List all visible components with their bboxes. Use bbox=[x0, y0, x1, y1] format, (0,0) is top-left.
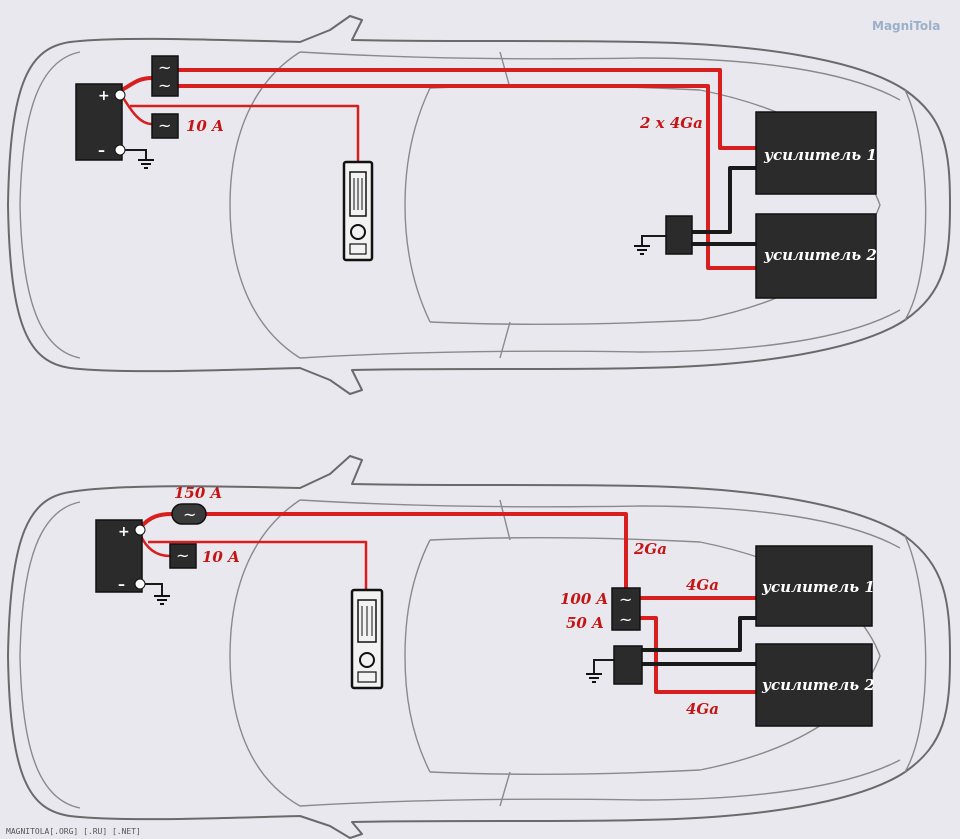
amplifier-1-label: усилитель 1 bbox=[763, 146, 877, 164]
amplifier-2-bottom: усилитель 2 bbox=[755, 643, 875, 727]
ground-icon bbox=[138, 159, 154, 169]
amplifier-box bbox=[755, 111, 877, 195]
fuse-150a-label: 150 A bbox=[174, 484, 222, 502]
wiring-bottom bbox=[138, 512, 758, 694]
cable-4ga-label-1: 4Ga bbox=[686, 576, 719, 594]
distribution-fuse-block-bottom: ~ ~ 100 A 50 A bbox=[560, 587, 641, 632]
head-unit-top bbox=[342, 160, 374, 262]
amplifier-1-label: усилитель 1 bbox=[761, 578, 875, 596]
amp2-power-cable bbox=[178, 84, 758, 270]
head-unit-fuse-top: ~ 10 A bbox=[151, 113, 224, 139]
main-power-cable-2ga bbox=[206, 512, 628, 590]
ground-icon bbox=[586, 673, 602, 683]
fuse-10a-label: 10 A bbox=[186, 117, 224, 135]
battery-ground-wire bbox=[122, 149, 147, 160]
amplifier-2-top: усилитель 2 bbox=[755, 213, 877, 299]
svg-text:~: ~ bbox=[158, 58, 171, 77]
dist-ground-wire bbox=[641, 235, 666, 246]
fuse-50a-label: 50 A bbox=[566, 614, 604, 632]
ground-icon bbox=[154, 595, 170, 605]
distribution-block-icon bbox=[613, 645, 643, 685]
dist-ground-wire bbox=[593, 659, 614, 674]
head-unit-bottom bbox=[350, 588, 384, 690]
svg-text:~: ~ bbox=[176, 546, 189, 565]
amp1-power-cable bbox=[178, 68, 758, 150]
battery-bottom: + – bbox=[95, 519, 146, 593]
head-unit-icon bbox=[350, 588, 384, 690]
watermark-text: MAGNITOLA[.ORG] [.RU] [.NET] bbox=[6, 827, 141, 836]
battery-minus-label: – bbox=[98, 143, 105, 159]
head-unit-power-wire bbox=[130, 104, 360, 162]
svg-text:~: ~ bbox=[183, 505, 196, 524]
svg-text:~: ~ bbox=[619, 590, 632, 609]
fuse-icon bbox=[151, 113, 179, 139]
amplifier-box bbox=[755, 643, 873, 727]
amp2-power-cable-4ga bbox=[640, 616, 758, 694]
fuse-10a-label: 10 A bbox=[202, 548, 240, 566]
svg-text:~: ~ bbox=[619, 610, 632, 629]
amplifier-1-top: усилитель 1 bbox=[755, 111, 877, 195]
fuse-icon bbox=[169, 543, 197, 569]
battery-icon bbox=[95, 519, 143, 593]
battery-ground-wire bbox=[140, 583, 163, 596]
main-fuse-top: ~ ~ bbox=[151, 55, 179, 97]
distribution-block-top bbox=[665, 215, 693, 255]
cable-4ga-label-2: 4Ga bbox=[686, 700, 719, 718]
head-unit-fuse-wire bbox=[138, 533, 171, 558]
cable-2ga-label: 2Ga bbox=[633, 540, 667, 558]
amp1-ground-wire bbox=[692, 166, 758, 234]
main-fuse-bottom: ~ 150 A bbox=[171, 484, 222, 525]
head-unit-fuse-wire bbox=[120, 95, 153, 126]
amplifier-box bbox=[755, 213, 877, 299]
cable-2x4ga-label: 2 x 4Ga bbox=[639, 114, 703, 132]
battery-minus-label: – bbox=[118, 577, 125, 593]
fuse-icon bbox=[171, 503, 207, 525]
distribution-block-bottom bbox=[613, 645, 643, 685]
head-unit-fuse-bottom: ~ 10 A bbox=[169, 543, 240, 569]
battery-positive-wire bbox=[120, 76, 153, 92]
fuse-icon bbox=[151, 55, 179, 97]
svg-text:~: ~ bbox=[158, 116, 171, 135]
site-logo: MagniTola bbox=[872, 19, 940, 33]
fuse-100a-label: 100 A bbox=[560, 590, 608, 608]
distribution-block-icon bbox=[665, 215, 693, 255]
amplifier-2-label: усилитель 2 bbox=[763, 246, 877, 264]
amp1-ground-wire bbox=[640, 616, 758, 652]
battery-icon bbox=[75, 83, 123, 161]
battery-plus-label: + bbox=[98, 88, 110, 104]
head-unit-icon bbox=[342, 160, 374, 262]
amplifier-box bbox=[755, 545, 873, 627]
battery-positive-wire bbox=[138, 512, 173, 530]
fuse-icon bbox=[611, 587, 641, 631]
car-outline-top bbox=[7, 15, 951, 395]
wiring-top bbox=[120, 68, 758, 270]
head-unit-power-wire bbox=[148, 540, 368, 590]
car-outline-bottom bbox=[7, 455, 951, 839]
battery-plus-label: + bbox=[118, 524, 130, 540]
battery-top: + – bbox=[75, 83, 126, 161]
svg-text:~: ~ bbox=[158, 76, 171, 95]
ground-icon bbox=[634, 245, 650, 255]
amplifier-2-label: усилитель 2 bbox=[761, 676, 875, 694]
amplifier-1-bottom: усилитель 1 bbox=[755, 545, 875, 627]
